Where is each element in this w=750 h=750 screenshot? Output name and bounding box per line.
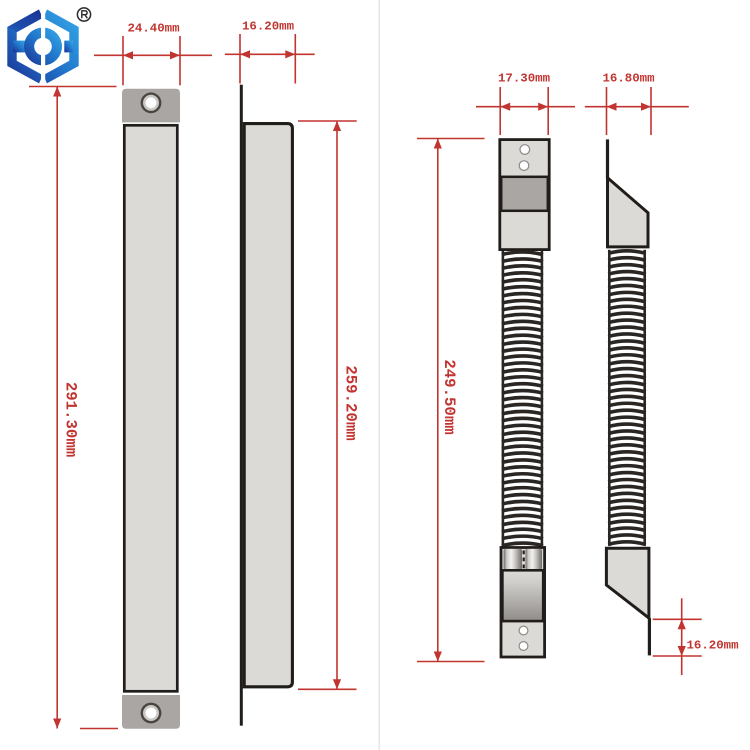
svg-text:16.80mm: 16.80mm	[602, 72, 654, 86]
svg-text:17.30mm: 17.30mm	[498, 72, 550, 86]
svg-text:16.20mm: 16.20mm	[242, 20, 294, 34]
svg-text:259.20mm: 259.20mm	[342, 365, 360, 440]
svg-text:291.30mm: 291.30mm	[62, 382, 80, 457]
svg-text:16.20mm: 16.20mm	[687, 638, 739, 652]
svg-text:249.50mm: 249.50mm	[440, 359, 458, 434]
svg-text:24.40mm: 24.40mm	[127, 22, 179, 36]
